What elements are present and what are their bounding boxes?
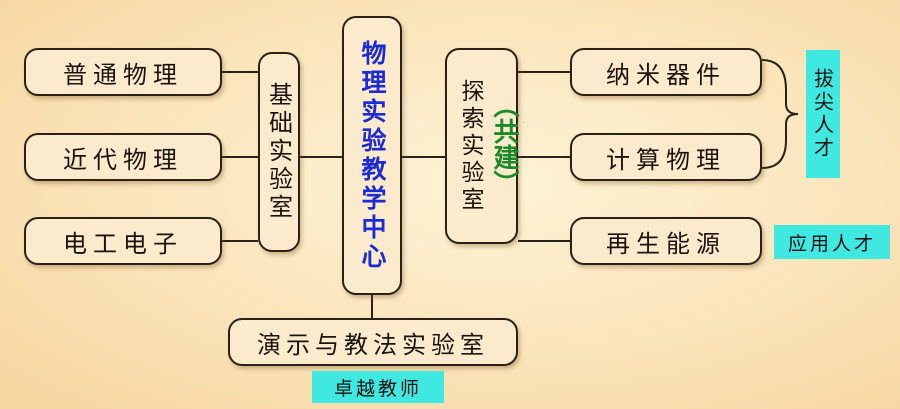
basic-item-box: 电工电子 xyxy=(24,217,222,265)
explore-item-label: 计算物理 xyxy=(606,145,726,174)
explore-item-box: 纳米器件 xyxy=(570,48,762,96)
applied-talent-label: 应用人才 xyxy=(787,232,876,255)
excellent-teacher-tag: 卓越教师 xyxy=(312,371,444,403)
explore-item-box: 再生能源 xyxy=(570,217,762,265)
explore-item-label: 纳米器件 xyxy=(606,60,726,89)
explore-item-box: 计算物理 xyxy=(570,133,762,181)
basic-lab-box: 基础实验室 xyxy=(258,52,300,252)
basic-item-box: 近代物理 xyxy=(24,133,222,181)
explore-lab-box: 探索实验室 xyxy=(445,48,518,244)
center-label: 物理实验教学中心 xyxy=(358,39,387,272)
basic-item-label: 近代物理 xyxy=(63,145,183,174)
explore-item-label: 再生能源 xyxy=(606,229,726,258)
excellent-teacher-label: 卓越教师 xyxy=(333,377,422,400)
demo-lab-label: 演示与教法实验室 xyxy=(257,330,489,359)
basic-item-box: 普通物理 xyxy=(24,48,222,96)
basic-item-label: 普通物理 xyxy=(63,60,183,89)
co-build-label: （共建） xyxy=(489,92,519,196)
center-box: 物理实验教学中心 xyxy=(342,16,402,295)
top-talent-tag: 拔尖人才 xyxy=(806,50,840,178)
explore-lab-label: 探索实验室 xyxy=(457,78,483,214)
top-talent-label: 拔尖人才 xyxy=(810,68,835,160)
applied-talent-tag: 应用人才 xyxy=(774,225,890,259)
basic-lab-label: 基础实验室 xyxy=(264,82,293,222)
basic-item-label: 电工电子 xyxy=(63,229,183,258)
demo-lab-box: 演示与教法实验室 xyxy=(228,318,518,366)
